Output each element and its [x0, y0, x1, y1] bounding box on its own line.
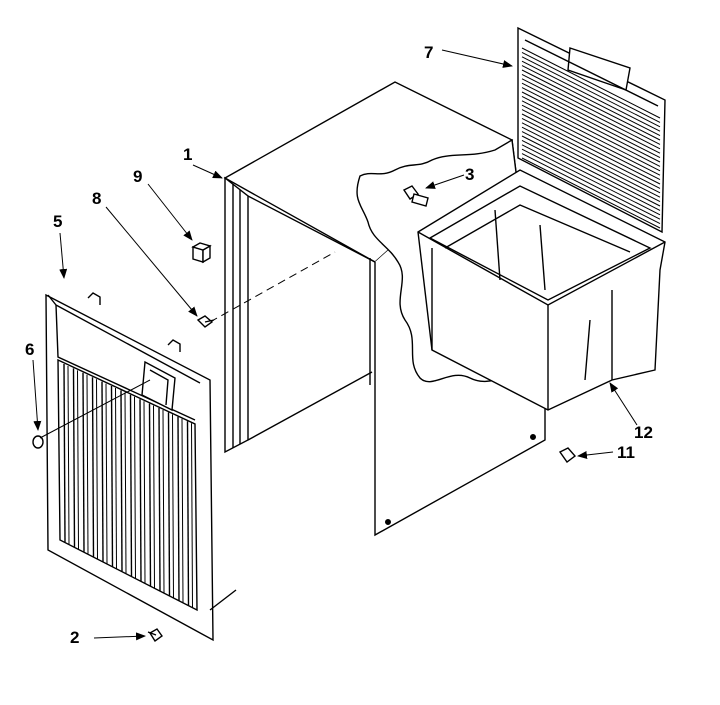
lid-grille-slat: [521, 157, 661, 229]
callout-11: 11: [617, 443, 635, 462]
lid-grille-slat: [521, 126, 661, 198]
front-grille-slat: [101, 381, 104, 562]
front-grille-slat: [177, 416, 180, 601]
front-grille-slat: [129, 394, 133, 577]
screw-2: [147, 628, 163, 643]
front-grille-slat-edge: [86, 374, 89, 554]
knob-part: [32, 435, 44, 449]
water-bucket: [417, 169, 666, 411]
lid-grille-slat: [521, 91, 661, 163]
lid-grille-slat: [521, 144, 661, 216]
lid-grille-slat: [521, 117, 661, 189]
callout-1: 1: [183, 145, 192, 164]
front-grille-slat: [120, 390, 123, 572]
lid-grille-slat: [521, 56, 661, 128]
front-grille-slat: [82, 372, 85, 552]
lid-grille-slat: [521, 109, 661, 181]
lid-grille-slat: [521, 65, 661, 137]
screw-11: [558, 447, 577, 463]
front-grille-slat: [72, 368, 76, 547]
lid-grille-slat: [521, 153, 661, 225]
lid-grille-slat: [521, 100, 661, 172]
knob-leader-line: [39, 379, 151, 439]
lid-grille-slat: [521, 82, 661, 154]
front-grille-slat: [158, 407, 161, 592]
lid-grille-slat: [521, 51, 661, 123]
front-grille-slat-edge: [67, 365, 70, 545]
callout-2: 2: [70, 628, 79, 647]
lid-grille-slat: [521, 87, 661, 159]
front-grille-slat-edge: [191, 423, 193, 608]
callout-7: 7: [424, 43, 433, 62]
lid-grille-slat: [521, 47, 661, 119]
screw-8: [196, 315, 215, 328]
front-grille-slat-edge: [124, 392, 127, 574]
callout-9: 9: [133, 167, 142, 186]
screw-3: [402, 185, 429, 207]
front-grille-slat: [139, 399, 142, 582]
front-grille-panel: [45, 292, 214, 642]
lid-grille-slat: [521, 135, 661, 207]
front-grille-slat: [91, 377, 95, 557]
lid-grille-slat: [521, 131, 661, 203]
front-grille-slat: [167, 412, 171, 596]
lid-grille-slat: [521, 113, 661, 185]
callout-8: 8: [92, 189, 101, 208]
leader-arrows: [32, 49, 638, 641]
callout-3: 3: [465, 165, 474, 184]
bucket-lid-grille: [517, 26, 666, 234]
front-grille-slat-edge: [153, 405, 155, 589]
front-grille-slat-edge: [96, 379, 98, 559]
lid-grille-slat: [521, 60, 661, 132]
lid-grille-slat: [521, 139, 661, 211]
lid-grille-slat: [521, 104, 661, 176]
callout-6: 6: [25, 340, 34, 359]
front-grille-slat-edge: [105, 383, 108, 564]
cord-stub: [209, 589, 237, 611]
bumper-block: [191, 242, 212, 264]
lid-grille-slat: [521, 78, 661, 150]
callout-5: 5: [53, 212, 62, 231]
front-grille-slat: [110, 385, 114, 567]
lid-grille-slat: [521, 69, 661, 141]
lid-grille-slat: [521, 73, 661, 145]
front-grille-slat-edge: [77, 370, 79, 549]
front-grille-slat-edge: [172, 414, 174, 598]
front-grille-slat: [148, 403, 152, 587]
front-grille-slat: [63, 363, 66, 543]
lid-grille-slat: [521, 122, 661, 194]
front-grille-slat-edge: [134, 396, 136, 579]
front-grille-slat-edge: [143, 401, 146, 584]
callout-12: 12: [634, 423, 653, 442]
lid-grille-slat: [521, 148, 661, 220]
lid-grille-slat: [521, 95, 661, 167]
front-grille-slat-edge: [162, 409, 165, 594]
front-grille-slat: [186, 421, 190, 606]
front-grille-slat-edge: [115, 387, 117, 569]
front-grille-slat-edge: [181, 418, 184, 603]
